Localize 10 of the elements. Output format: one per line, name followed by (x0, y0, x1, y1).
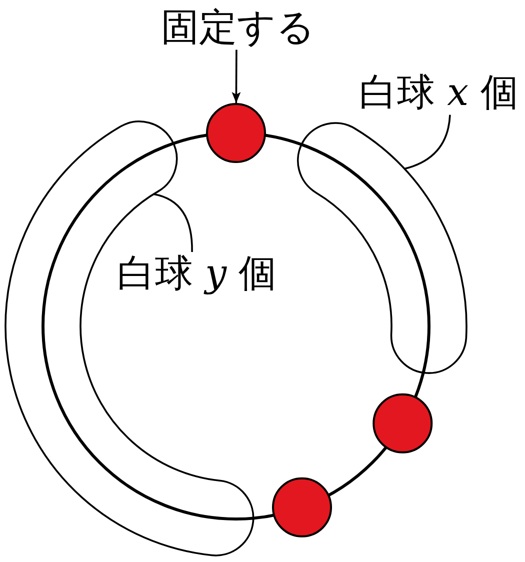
annotation-label: 固定する (161, 7, 315, 49)
ball (271, 476, 333, 538)
ball (372, 392, 434, 454)
capsule-band (296, 121, 468, 376)
leader-line (404, 114, 451, 170)
ball (205, 102, 267, 164)
arrow (232, 50, 241, 103)
leader-line (153, 193, 193, 252)
annotation-label: 白球 y 個 (117, 253, 277, 295)
annotation-label: 白球 x 個 (359, 72, 519, 114)
